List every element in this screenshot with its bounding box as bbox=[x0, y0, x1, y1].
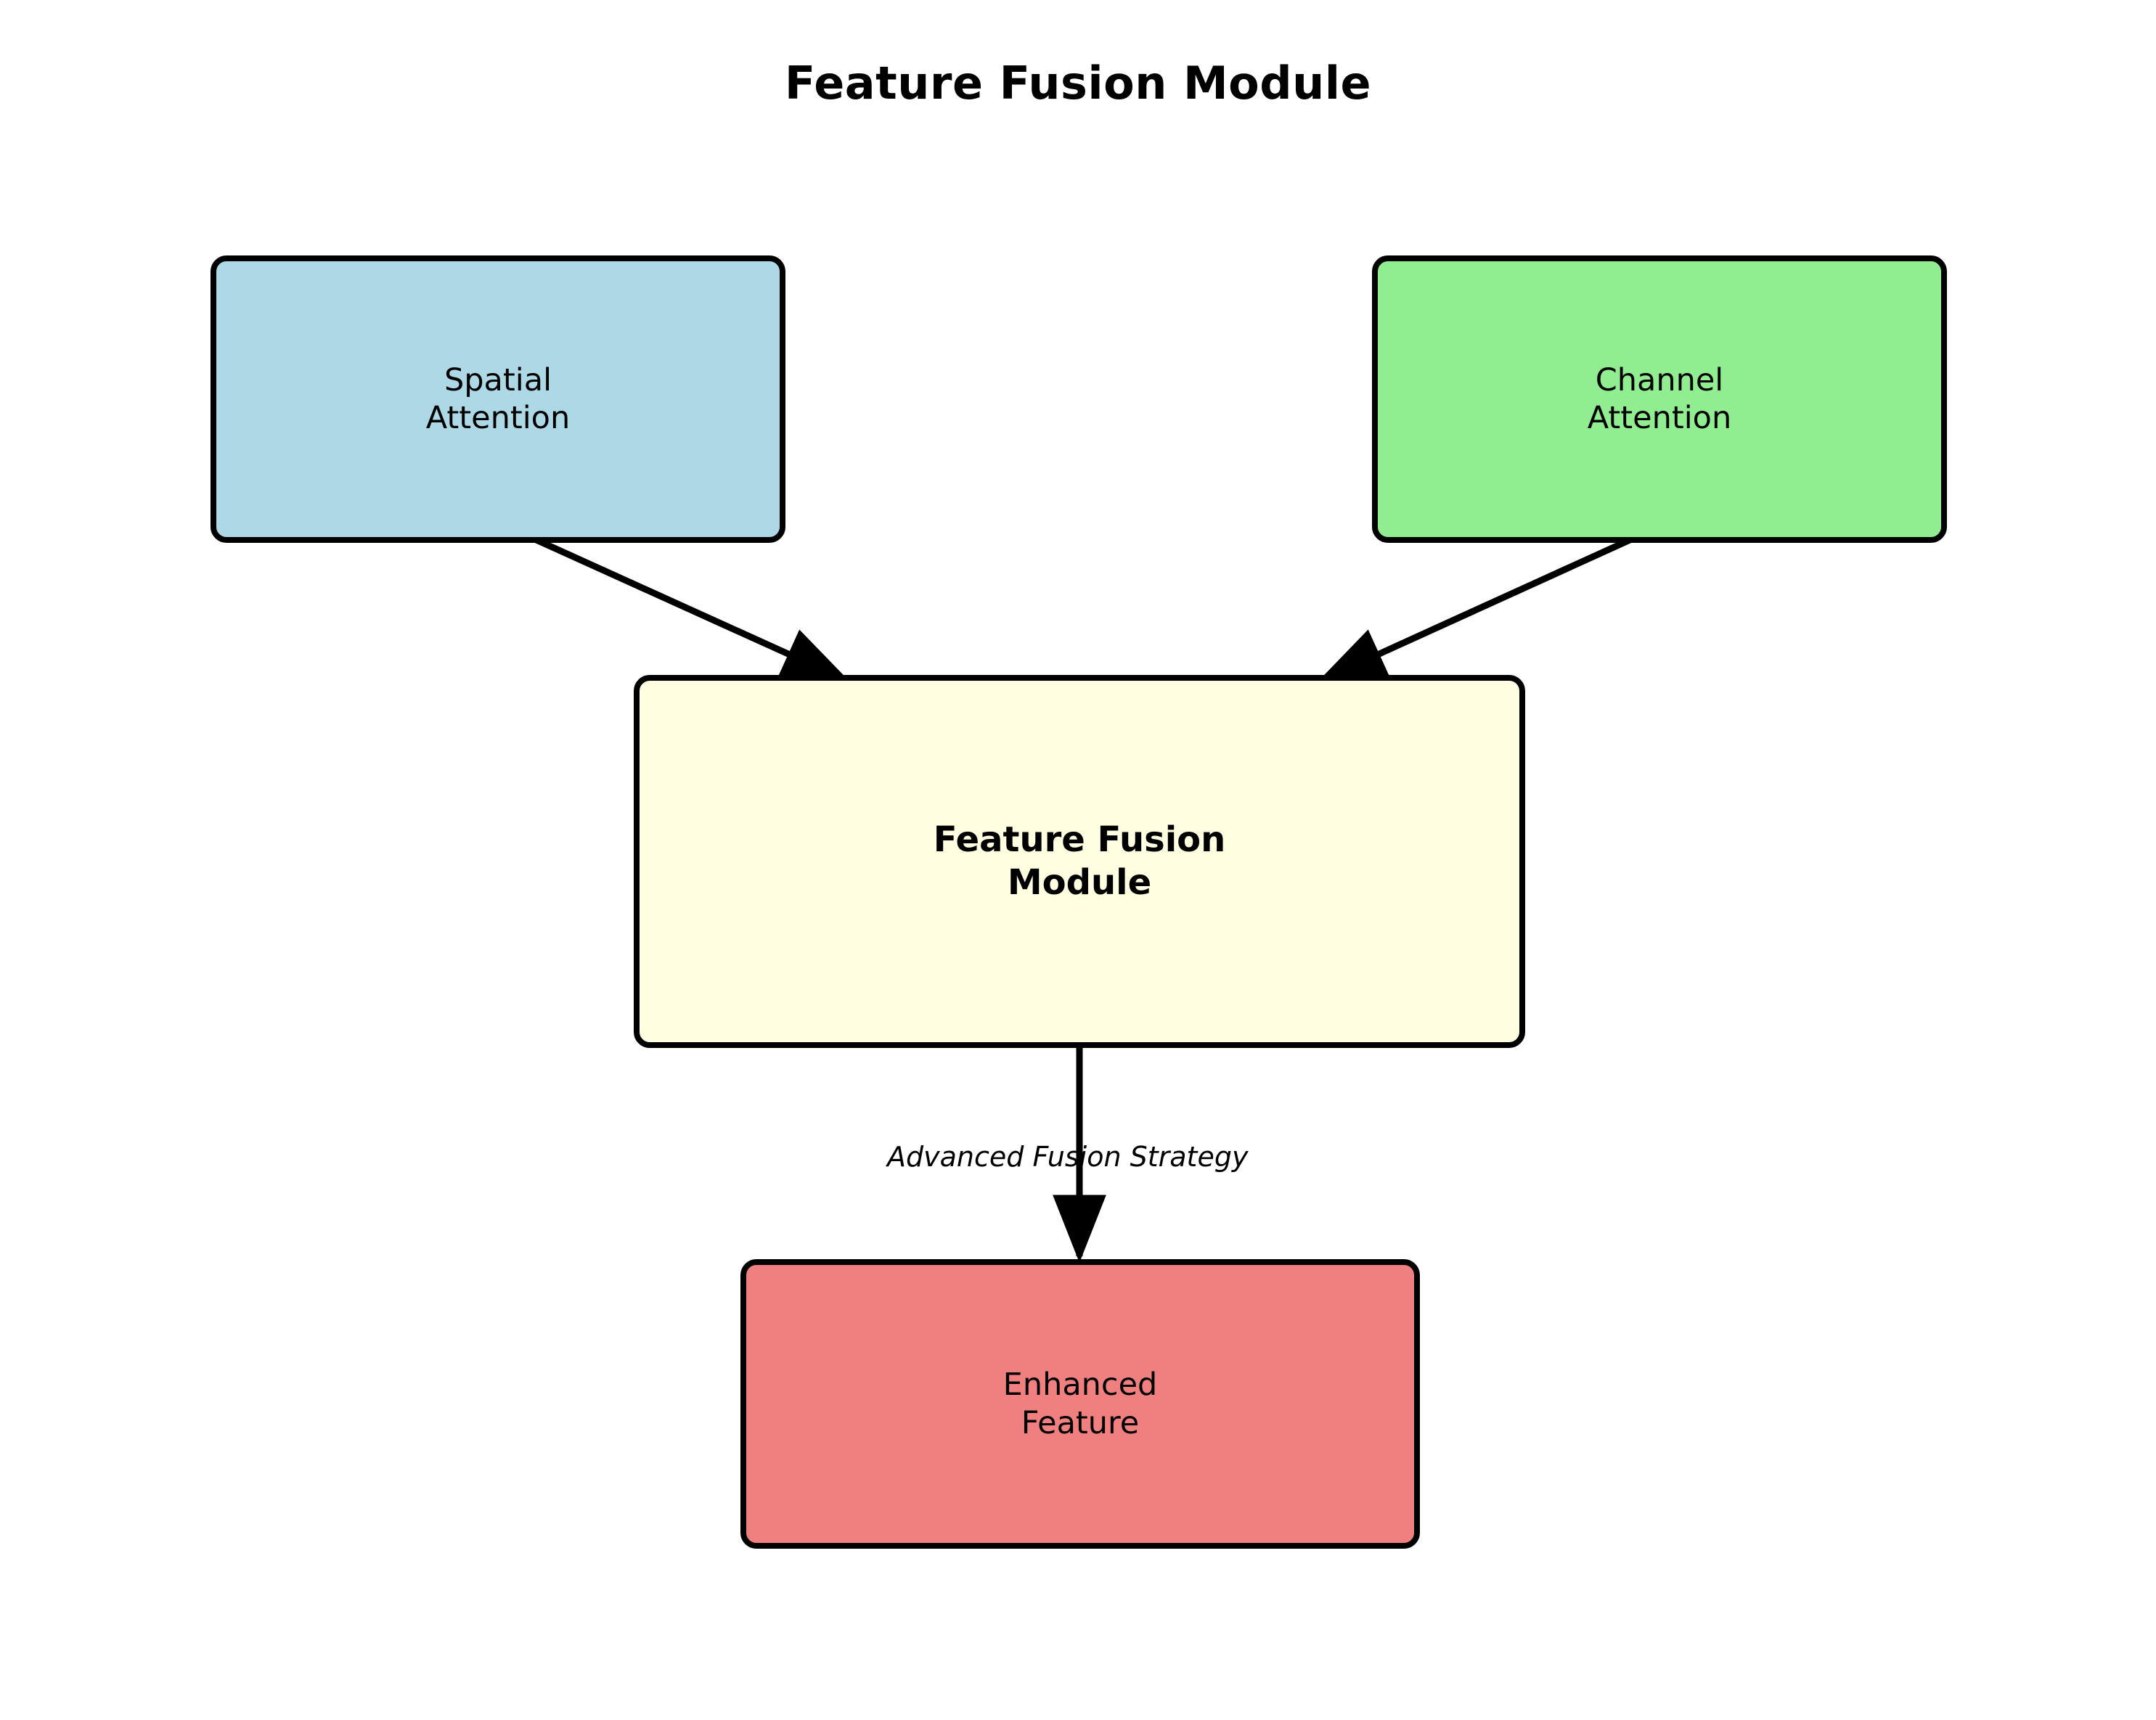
node-feature-fusion-module-label: Feature Fusion Module bbox=[933, 819, 1226, 903]
node-spatial-attention[interactable]: Spatial Attention bbox=[211, 255, 785, 543]
edge-spatial-to-fusion bbox=[513, 526, 851, 683]
node-channel-attention[interactable]: Channel Attention bbox=[1372, 255, 1947, 543]
node-spatial-attention-label: Spatial Attention bbox=[425, 361, 571, 436]
node-feature-fusion-module[interactable]: Feature Fusion Module bbox=[634, 675, 1525, 1048]
edge-label-advanced-fusion-strategy: Advanced Fusion Strategy bbox=[887, 1141, 1249, 1173]
node-enhanced-feature[interactable]: Enhanced Feature bbox=[740, 1259, 1420, 1549]
edge-channel-to-fusion bbox=[1317, 526, 1654, 683]
page-title: Feature Fusion Module bbox=[784, 57, 1372, 110]
node-enhanced-feature-label: Enhanced Feature bbox=[1003, 1367, 1158, 1441]
node-channel-attention-label: Channel Attention bbox=[1587, 361, 1732, 436]
